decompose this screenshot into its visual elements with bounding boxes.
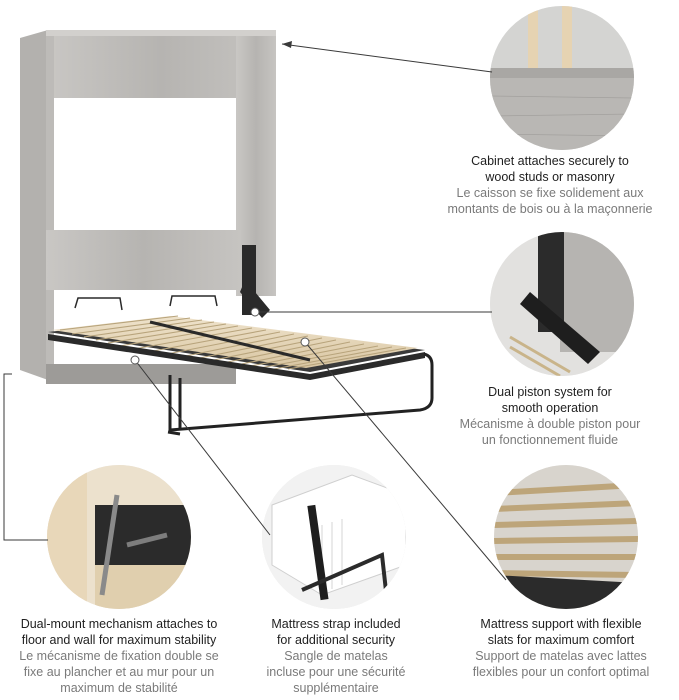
cabinet-middle-panel bbox=[46, 230, 241, 290]
mount-detail-image bbox=[47, 465, 191, 609]
caption-piston: Dual piston system for smooth operation … bbox=[459, 385, 641, 447]
cabinet-left-side bbox=[20, 30, 48, 380]
caption-mount: Dual-mount mechanism attaches to floor a… bbox=[19, 617, 219, 695]
slats-detail-image bbox=[494, 465, 638, 609]
caption-slats: Mattress support with flexible slats for… bbox=[472, 617, 650, 679]
murphy-bed-illustration bbox=[20, 30, 434, 436]
cabinet-detail-image bbox=[490, 6, 634, 150]
caption-cabinet: Cabinet attaches securely to wood studs … bbox=[447, 154, 653, 216]
caption-strap: Mattress strap included for additional s… bbox=[266, 617, 406, 695]
piston-detail-image bbox=[490, 232, 634, 376]
strap-detail-image bbox=[262, 465, 406, 609]
